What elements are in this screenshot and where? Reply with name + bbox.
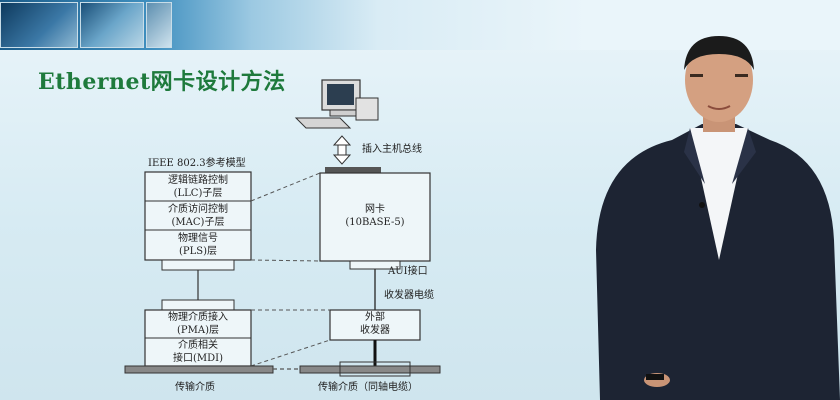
computer-icon — [294, 79, 379, 129]
host-bus-label: 插入主机总线 — [362, 144, 422, 155]
banner-photo-2 — [80, 2, 144, 48]
medium-left-bar — [124, 365, 274, 374]
medium-left-label: 传输介质 — [175, 382, 215, 393]
nic-box — [319, 172, 431, 262]
header-banner — [0, 0, 840, 50]
medium-right-label: 传输介质（同轴电缆） — [318, 382, 418, 393]
transceiver-label: 外部收发器 — [360, 312, 390, 336]
pma-label: 物理介质接入(PMA)层 — [168, 312, 228, 336]
model-caption: IEEE 802.3参考模型 — [148, 158, 246, 169]
mdi-label: 介质相关接口(MDI) — [172, 340, 223, 364]
llc-label: 逻辑链路控制(LLC)子层 — [168, 175, 228, 199]
medium-right-bar — [299, 365, 441, 374]
mac-label: 介质访问控制(MAC)子层 — [168, 204, 228, 228]
card-connector — [325, 167, 381, 173]
transceiver-box — [329, 309, 421, 341]
slide-title: Ethernet网卡设计方法 — [38, 69, 286, 95]
double-arrow-icon — [332, 135, 352, 165]
nic-label: 网卡(10BASE-5) — [345, 204, 405, 228]
aui-label: AUI接口 — [388, 266, 428, 277]
presenter-person — [596, 36, 840, 400]
banner-photo-1 — [0, 2, 78, 48]
osi-stack-box — [144, 171, 252, 261]
banner-photo-3 — [146, 2, 172, 48]
pls-label: 物理信号(PLS)层 — [178, 233, 218, 257]
transceiver-cable-label: 收发器电缆 — [384, 290, 434, 301]
